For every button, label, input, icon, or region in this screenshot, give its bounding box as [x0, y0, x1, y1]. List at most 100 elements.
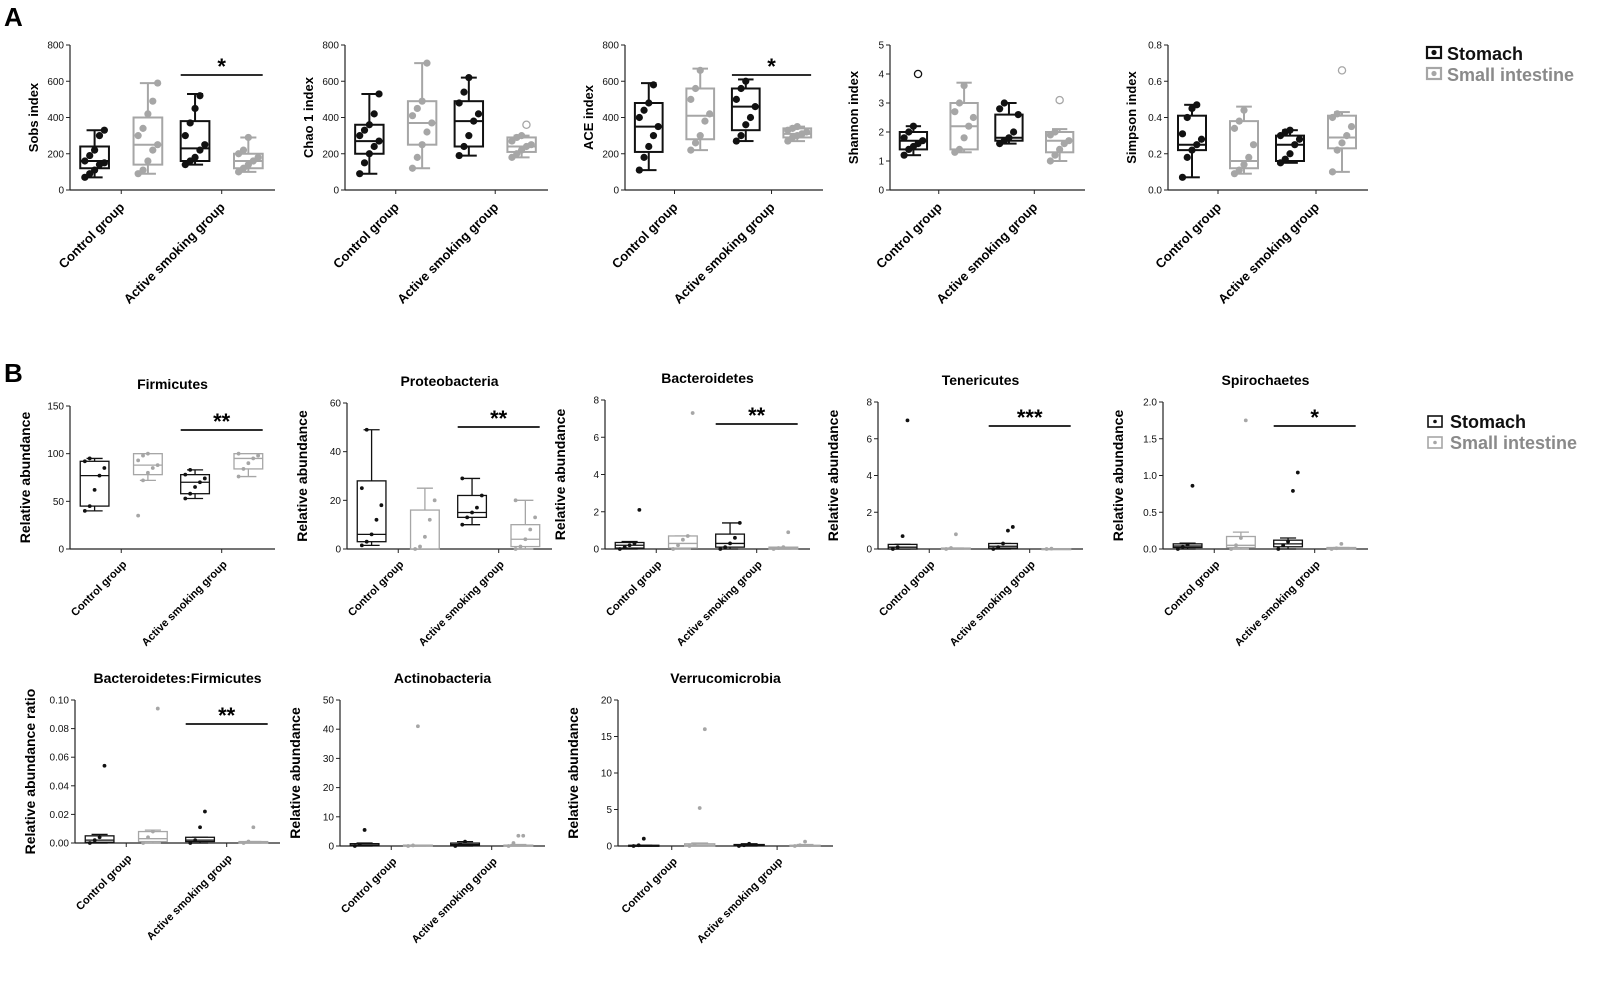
data-point — [687, 146, 695, 154]
data-point — [1188, 146, 1196, 154]
data-point — [149, 146, 157, 154]
data-point — [155, 463, 160, 468]
data-point — [1000, 99, 1008, 107]
y-tick-label: 4 — [866, 471, 872, 482]
legend-b-label-stomach: Stomach — [1450, 412, 1526, 432]
data-point — [965, 122, 973, 130]
data-point — [1295, 135, 1304, 143]
data-point — [1065, 137, 1073, 145]
chart-title: Tenericutes — [942, 372, 1020, 388]
data-point — [379, 503, 384, 508]
data-point — [427, 517, 432, 522]
y-tick-label: 0.04 — [50, 781, 70, 792]
data-point — [154, 141, 162, 149]
chart-title: Bacteroidetes — [661, 370, 754, 386]
data-point — [455, 151, 463, 160]
x-category-label: Control group — [330, 199, 402, 271]
y-tick-label: 400 — [47, 113, 64, 124]
data-point — [241, 467, 246, 471]
data-point — [732, 95, 740, 103]
y-tick-label: 800 — [602, 41, 619, 52]
panel-letter-a: A — [4, 2, 23, 32]
significance-label: ** — [218, 703, 236, 728]
data-point — [522, 120, 531, 130]
y-tick-label: 0 — [866, 545, 872, 556]
data-point — [671, 547, 676, 551]
data-point — [798, 843, 802, 848]
data-point — [949, 546, 953, 550]
data-point — [1183, 113, 1191, 122]
x-category-label: Control group — [346, 558, 407, 619]
data-point — [97, 473, 102, 478]
data-point — [134, 132, 142, 140]
data-point — [413, 547, 418, 551]
x-category-label: Active smoking group — [394, 199, 501, 306]
data-point — [102, 466, 107, 470]
data-point — [408, 164, 417, 172]
data-point — [465, 515, 470, 520]
data-point — [1286, 539, 1290, 544]
data-point — [141, 453, 145, 458]
data-point — [1291, 489, 1295, 493]
data-point — [900, 151, 908, 159]
data-point — [1339, 541, 1344, 546]
data-point — [996, 105, 1004, 113]
data-point — [645, 99, 653, 107]
y-tick-label: 100 — [47, 449, 64, 460]
data-point — [521, 833, 526, 838]
y-tick-label: 0.2 — [1148, 149, 1162, 160]
data-point — [1295, 470, 1300, 475]
data-point — [803, 839, 807, 844]
data-point — [513, 547, 518, 551]
data-point — [416, 724, 420, 729]
data-point — [1347, 122, 1356, 131]
chart-title: Actinobacteria — [394, 670, 491, 686]
box — [409, 509, 440, 550]
data-point — [781, 545, 786, 550]
data-point — [1051, 128, 1059, 136]
data-point — [91, 166, 99, 174]
y-tick-label: 1.5 — [1143, 434, 1157, 445]
data-point — [1276, 547, 1281, 551]
data-point — [996, 545, 1001, 550]
x-category-label: Active smoking group — [145, 852, 235, 942]
data-point — [453, 844, 458, 848]
data-point — [432, 498, 437, 503]
data-point — [742, 77, 750, 85]
data-point — [136, 513, 141, 518]
data-point — [246, 461, 251, 466]
data-point — [1243, 418, 1248, 423]
data-point — [1055, 95, 1064, 105]
y-axis-label: Shannon index — [846, 70, 861, 164]
y-axis-label: ACE index — [581, 84, 596, 150]
data-point — [1190, 483, 1195, 488]
x-category-label: Control group — [1162, 558, 1223, 619]
legend-a: Stomach Small intestine — [1425, 44, 1574, 85]
data-point — [792, 844, 797, 848]
data-point — [139, 124, 147, 132]
y-tick-label: 400 — [322, 113, 339, 124]
data-point — [146, 451, 150, 456]
data-point — [369, 532, 374, 537]
data-point — [193, 485, 197, 489]
data-point — [1334, 546, 1339, 551]
y-tick-label: 5 — [878, 41, 884, 52]
data-point — [359, 543, 364, 548]
data-point — [622, 545, 627, 550]
data-point — [523, 537, 528, 542]
data-point — [1328, 168, 1337, 176]
legend-b: Stomach Small intestine — [1427, 412, 1577, 453]
data-point — [516, 833, 521, 838]
chart-title: Firmicutes — [137, 376, 208, 392]
box — [185, 836, 216, 843]
data-point — [690, 411, 695, 415]
data-point — [654, 122, 662, 131]
data-point — [1051, 151, 1059, 159]
data-point — [718, 547, 723, 551]
chart-title: Verrucomicrobia — [670, 670, 781, 686]
y-axis-label: Sobs index — [26, 82, 41, 152]
data-point — [518, 132, 526, 140]
data-point — [511, 841, 516, 845]
